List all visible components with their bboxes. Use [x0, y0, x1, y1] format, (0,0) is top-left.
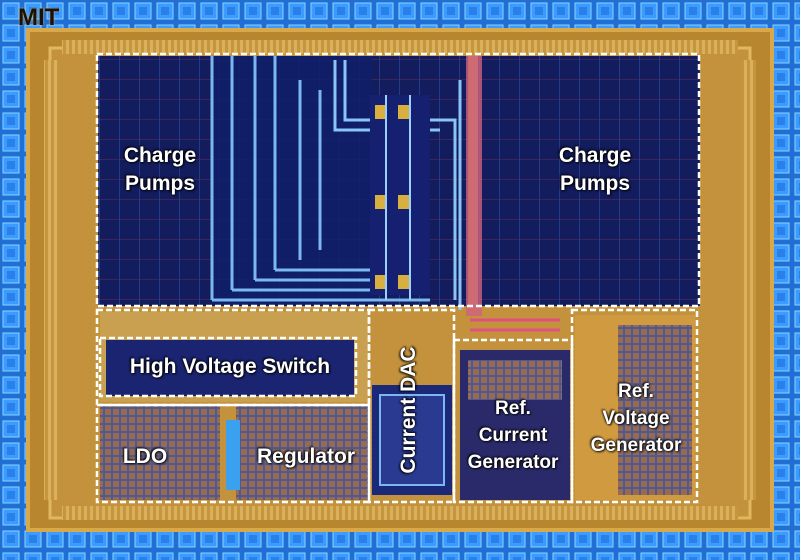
- center-column: [370, 95, 430, 300]
- ref-voltage-generator-label: Ref. Voltage Generator: [590, 381, 682, 456]
- block-outlines: [95, 52, 701, 504]
- charge-pumps-right-label: Charge Pumps: [558, 144, 632, 195]
- high-voltage-switch-label: High Voltage Switch: [129, 355, 331, 378]
- charge-pumps-left-label: Charge Pumps: [123, 144, 197, 195]
- regulator-label: Regulator: [256, 445, 355, 468]
- analog-blocks: [100, 312, 695, 500]
- ref-current-generator-label: Ref. Current Generator: [467, 398, 559, 473]
- current-dac-label: Current DAC: [397, 346, 420, 474]
- mit-logo: MIT: [18, 4, 60, 31]
- ldo-label: LDO: [122, 445, 168, 468]
